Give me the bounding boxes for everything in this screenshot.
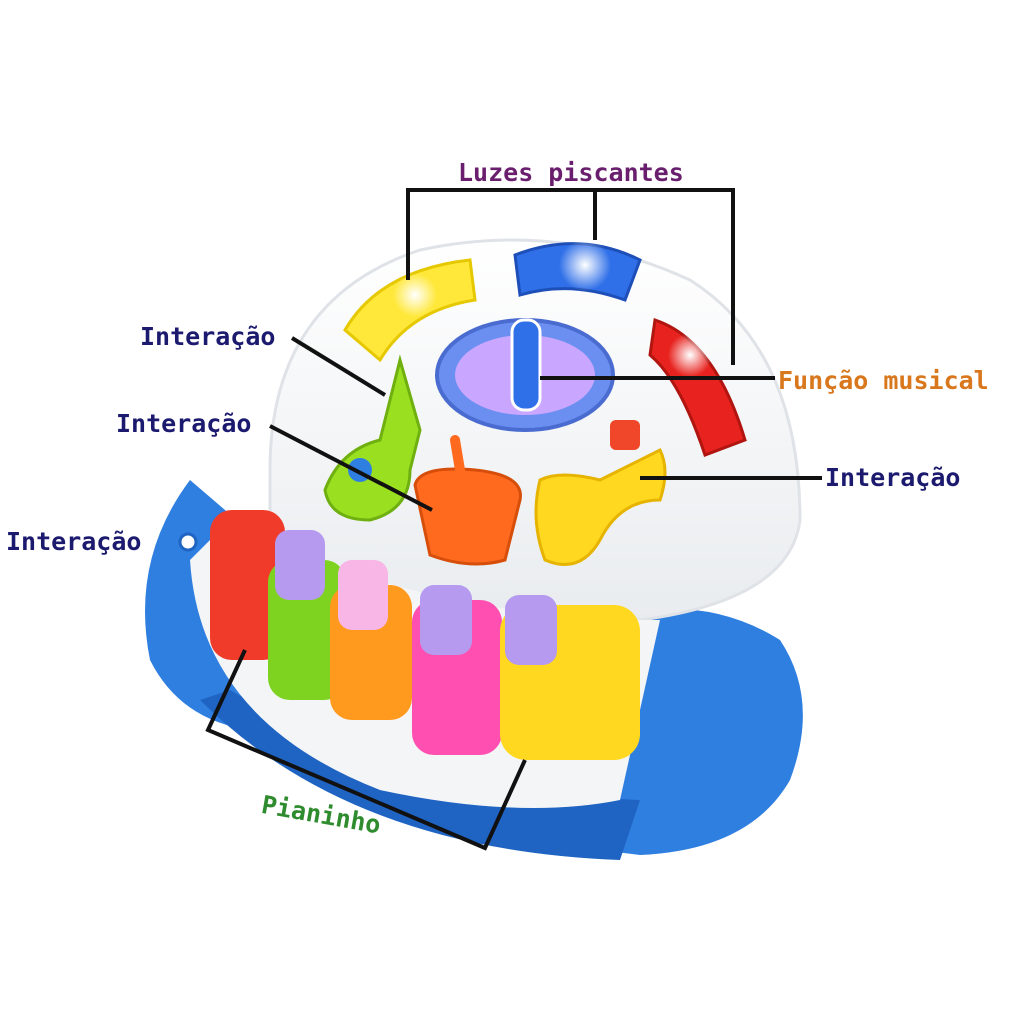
piano-black-key[interactable] [420, 585, 472, 655]
luzes-bracket [406, 188, 735, 365]
label-interacao-guitar: Interação [140, 322, 276, 351]
trumpet-button[interactable] [610, 420, 640, 450]
sparkle-icon [393, 273, 437, 317]
label-interacao-trumpet: Interação [825, 463, 961, 492]
music-dial-knob[interactable] [510, 318, 542, 412]
guitar-icon[interactable] [323, 354, 422, 522]
label-interacao-drum: Interação [116, 409, 252, 438]
piano-black-key[interactable] [338, 560, 388, 630]
side-knob[interactable] [178, 532, 198, 552]
label-luzes-piscantes: Luzes piscantes [458, 158, 684, 187]
annotation-lines [205, 188, 822, 851]
line-interacao-drum [269, 424, 433, 512]
sparkle-icon [668, 333, 712, 377]
piano-key-red[interactable] [210, 510, 285, 660]
pianinho-bracket [205, 649, 527, 851]
piano-black-key[interactable] [505, 595, 557, 665]
label-interacao-side: Interação [6, 527, 142, 556]
sparkle-icon [559, 239, 611, 291]
piano-black-key[interactable] [275, 530, 325, 600]
drum-icon[interactable] [413, 467, 522, 566]
line-interacao-guitar [290, 336, 387, 397]
drum-stick [450, 435, 470, 505]
piano-keys [210, 510, 640, 760]
trumpet-icon[interactable] [534, 447, 667, 566]
label-funcao-musical: Função musical [778, 366, 989, 395]
